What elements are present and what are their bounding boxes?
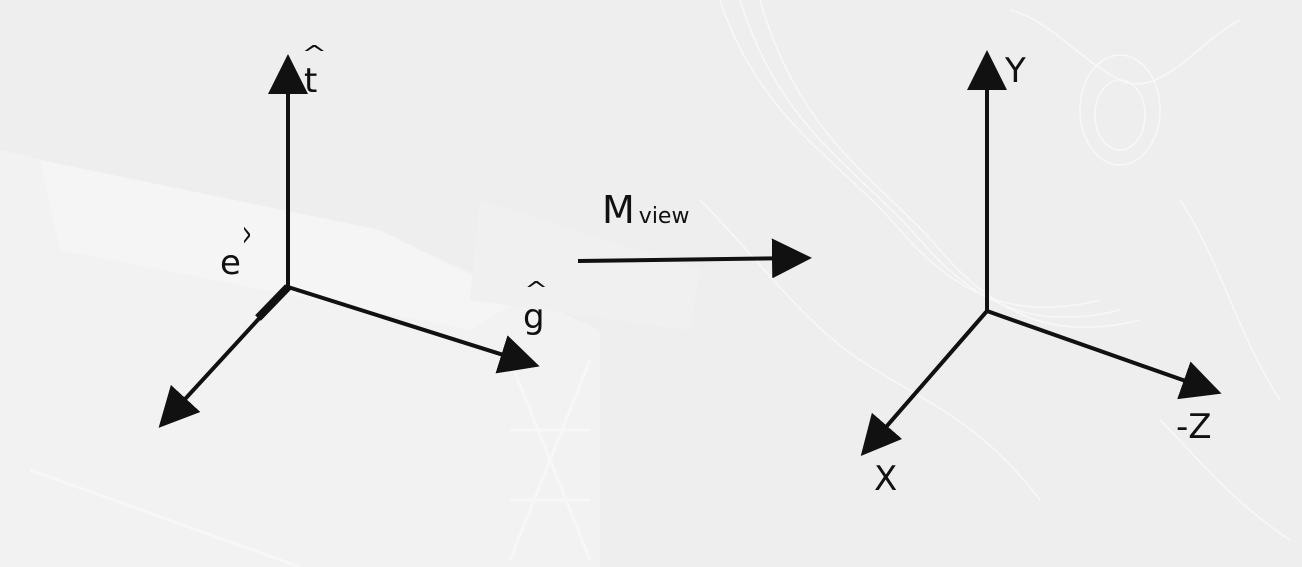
y-axis-label: Y — [1005, 51, 1026, 91]
right-frame — [860, 50, 1222, 457]
g-axis-label: g — [523, 297, 545, 337]
transform-arrow — [577, 238, 812, 279]
t-hat-mark: ^ — [301, 42, 328, 67]
transform-symbol: M — [602, 188, 635, 232]
x-axis-label: X — [874, 459, 898, 499]
z-axis-label: -Z — [1176, 407, 1212, 447]
z-axis-arrow — [986, 309, 1222, 400]
g-hat-mark: ^ — [524, 278, 549, 303]
e-axis-label: e — [220, 243, 241, 283]
transform-subscript: view — [638, 204, 690, 229]
t-axis-label: t — [304, 61, 318, 101]
left-frame — [158, 54, 540, 428]
g-axis-arrow — [287, 285, 540, 374]
e-axis-thick-segment — [255, 284, 291, 321]
x-axis-arrow — [860, 309, 989, 457]
